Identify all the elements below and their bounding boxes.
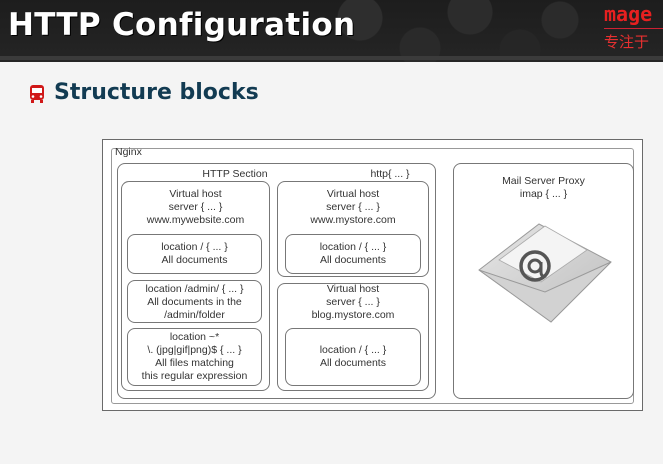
vhost3-server: server { ... }: [326, 296, 380, 308]
vhost3-title: Virtual host: [326, 283, 380, 295]
envelope-at-icon: [478, 223, 612, 323]
brand-tagline: 专注于: [604, 33, 650, 51]
location-admin-box: [127, 280, 262, 323]
vhost2-title: Virtual host: [326, 188, 380, 200]
location-root-box-2: [285, 234, 421, 274]
http-block-label: http{ ... }: [370, 168, 410, 180]
brand-divider: [604, 28, 663, 29]
loc-root1-line2: All documents: [161, 254, 228, 266]
section-title: Structure blocks: [54, 80, 259, 105]
vhost1-domain: www.mywebsite.com: [146, 214, 245, 226]
loc-root1-line1: location / { ... }: [161, 241, 228, 253]
loc-admin-line1: location /admin/ { ... }: [145, 283, 244, 295]
nginx-structure-diagram: Nginx HTTP Section http{ ... } Virtual h…: [102, 139, 643, 411]
loc-regex-line1: location ~*: [169, 331, 220, 343]
header-divider: [0, 56, 663, 60]
loc-admin-line3: /admin/folder: [164, 309, 225, 321]
vhost1-title: Virtual host: [169, 188, 222, 200]
location-regex-box: [127, 328, 262, 386]
mail-proxy-title: Mail Server Proxy: [502, 175, 585, 187]
loc-root3-line2: All documents: [320, 357, 386, 369]
loc-root3-line1: location / { ... }: [319, 344, 387, 356]
vhost1-server: server { ... }: [168, 201, 223, 213]
location-root-box-1: [127, 234, 262, 274]
loc-root2-line2: All documents: [320, 254, 386, 266]
vhost2-domain: www.mystore.com: [310, 214, 396, 226]
bus-bullet-icon: [30, 85, 44, 103]
vhost2-server: server { ... }: [326, 201, 380, 213]
loc-regex-line2: \. (jpg|gif|png)$ { ... }: [147, 344, 242, 356]
location-root-box-3: [285, 328, 421, 386]
loc-regex-line4: this regular expression: [141, 370, 248, 382]
brand-logo-text: mage: [604, 2, 653, 26]
mail-proxy-imap: imap { ... }: [519, 188, 568, 200]
slide-header: HTTP Configuration mage 专注于: [0, 0, 663, 62]
slide-title: HTTP Configuration: [8, 7, 356, 43]
loc-admin-line2: All documents in the: [147, 296, 242, 308]
vhost3-domain: blog.mystore.com: [311, 309, 395, 321]
nginx-label: Nginx: [115, 146, 142, 158]
loc-regex-line3: All files matching: [155, 357, 234, 369]
loc-root2-line1: location / { ... }: [319, 241, 387, 253]
http-section-label: HTTP Section: [202, 168, 268, 180]
